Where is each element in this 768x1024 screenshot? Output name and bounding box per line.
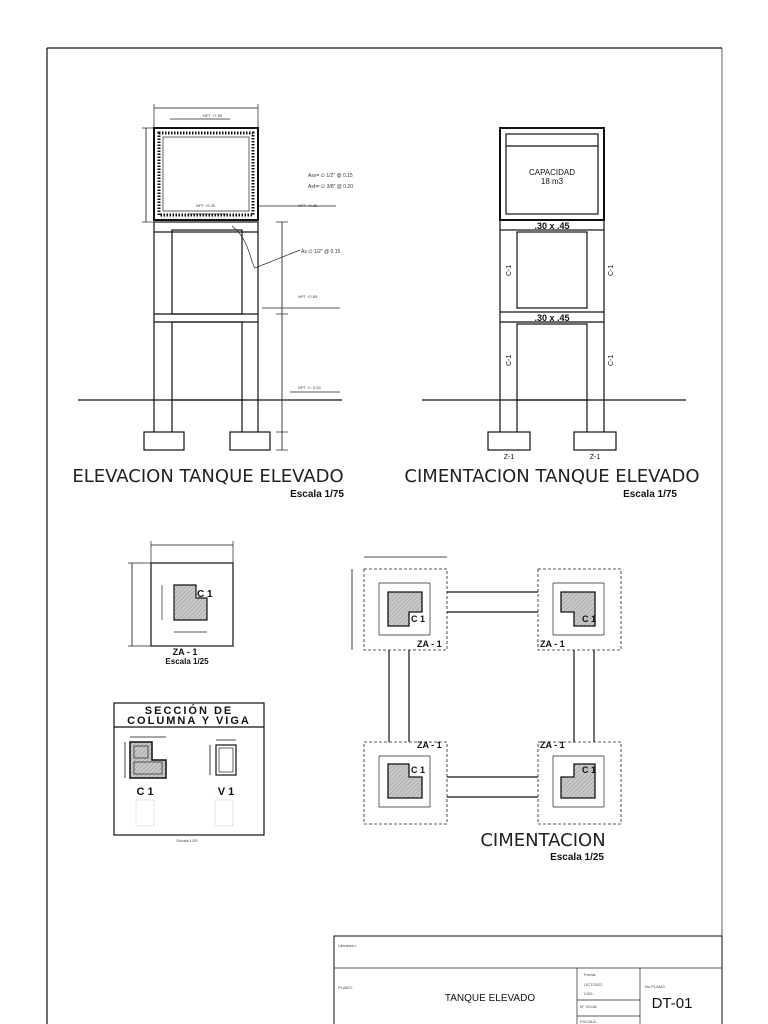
za1-detail-drawing: C 1: [128, 541, 234, 647]
column-label-4: C-1: [608, 355, 615, 366]
plan-column-label-3: C 1: [411, 765, 425, 775]
footing-label-1: Z-1: [504, 454, 515, 461]
foundation-plan-drawing: C 1 ZA - 1 C 1 ZA - 1 C 1 ZA - 1 C 1 ZA …: [351, 556, 622, 825]
level-2: NPT +5.35: [196, 203, 216, 208]
za1-scale: Escala 1/25: [165, 657, 209, 666]
footing-label-2: Z-1: [590, 454, 601, 461]
foundation-elevation-title: CIMENTACION TANQUE ELEVADO: [404, 466, 699, 487]
sheet-border: [46, 47, 723, 1024]
level-4: NPT +2.65: [298, 294, 318, 299]
column-label-2: C-1: [608, 265, 615, 276]
capacity-label: CAPACIDAD: [529, 168, 575, 177]
column-label-3: C-1: [506, 355, 513, 366]
elevation-scale: Escala 1/75: [290, 489, 344, 500]
section-title-2: COLUMNA Y VIGA: [127, 715, 251, 727]
za1-title: ZA - 1: [173, 647, 198, 657]
section-scale: Escala 1/25: [177, 838, 199, 843]
no-plano-label: No.PLANO: [645, 984, 665, 989]
plano-value: TANQUE ELEVADO: [445, 993, 535, 1004]
beam-lower: .30 x .45: [534, 313, 569, 323]
no-plano-value: DT-01: [652, 995, 693, 1012]
title-block: Ubicación: PLANO: TANQUE ELEVADO Fecha: …: [333, 935, 723, 1024]
escala-label: ESCALA:: [580, 1019, 597, 1024]
za1-column-label: C 1: [197, 589, 213, 600]
plan-footing-label-1: ZA - 1: [417, 639, 442, 649]
fecha-value: OCT/2022: [584, 982, 603, 987]
plan-column-label-4: C 1: [582, 765, 596, 775]
foundation-plan-scale: Escala 1/25: [550, 852, 604, 863]
hoja-label: N° HOJA:: [580, 1004, 597, 1009]
column-label-1: C-1: [506, 265, 513, 276]
plan-column-label-1: C 1: [411, 614, 425, 624]
plano-label: PLANO:: [338, 985, 353, 990]
foundation-elevation-drawing: CAPACIDAD 18 m3 .30 x .45 .30 x .45 C-1 …: [422, 127, 686, 461]
plan-footing-label-4: ZA - 1: [540, 740, 565, 750]
foundation-plan-title: CIMENTACION: [480, 830, 605, 851]
section-beam-label: V 1: [218, 786, 235, 798]
fecha-label: Fecha:: [584, 972, 596, 977]
plan-footing-label-3: ZA - 1: [417, 740, 442, 750]
ubicacion-label: Ubicación:: [338, 943, 357, 948]
reinf-note-2: Ash= ∅ 3/8" @ 0.20: [308, 184, 353, 190]
foundation-elevation-scale: Escala 1/75: [623, 489, 677, 500]
level-3: NPT +5.35: [298, 203, 318, 208]
plan-footing-label-2: ZA - 1: [540, 639, 565, 649]
reinf-note-1: Asv= ∅ 1/2" @ 0.15: [308, 173, 353, 179]
level-top: NPT +7.85: [203, 113, 223, 118]
section-box: SECCIÓN DE COLUMNA Y VIGA C 1 V 1: [113, 702, 265, 836]
elevation-title: ELEVACION TANQUE ELEVADO: [72, 466, 343, 487]
elevation-drawing: As ∅ 1/2" @ 0.15 Asv= ∅ 1/2" @ 0.15 Ash=…: [78, 104, 353, 451]
level-ground: NPT +/- 0.00: [298, 385, 321, 390]
plan-column-label-2: C 1: [582, 614, 596, 624]
section-column-label: C 1: [136, 786, 153, 798]
reinf-note-3: As ∅ 1/2" @ 0.15: [301, 249, 340, 255]
capacity-value: 18 m3: [541, 177, 564, 186]
section-title-1: SECCIÓN DE: [145, 704, 233, 717]
beam-upper: .30 x .45: [534, 221, 569, 231]
cad-label: CAD:: [584, 991, 594, 996]
